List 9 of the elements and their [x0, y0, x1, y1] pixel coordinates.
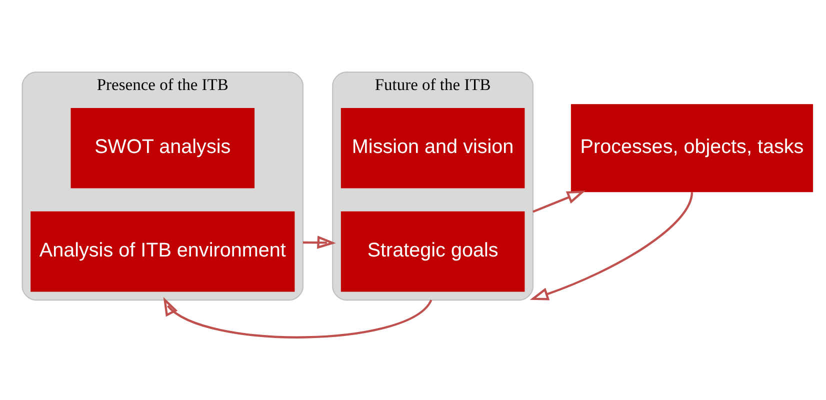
arrow: [302, 235, 336, 248]
arrow: [530, 191, 694, 300]
node-box: Analysis of ITB environment: [30, 210, 295, 292]
node-box: Strategic goals: [340, 210, 525, 292]
arrow: [532, 190, 586, 212]
arrow: [163, 296, 432, 338]
node-box: SWOT analysis: [70, 107, 255, 188]
node-box: Processes, objects, tasks: [570, 104, 814, 192]
node-box: Mission and vision: [340, 107, 525, 188]
